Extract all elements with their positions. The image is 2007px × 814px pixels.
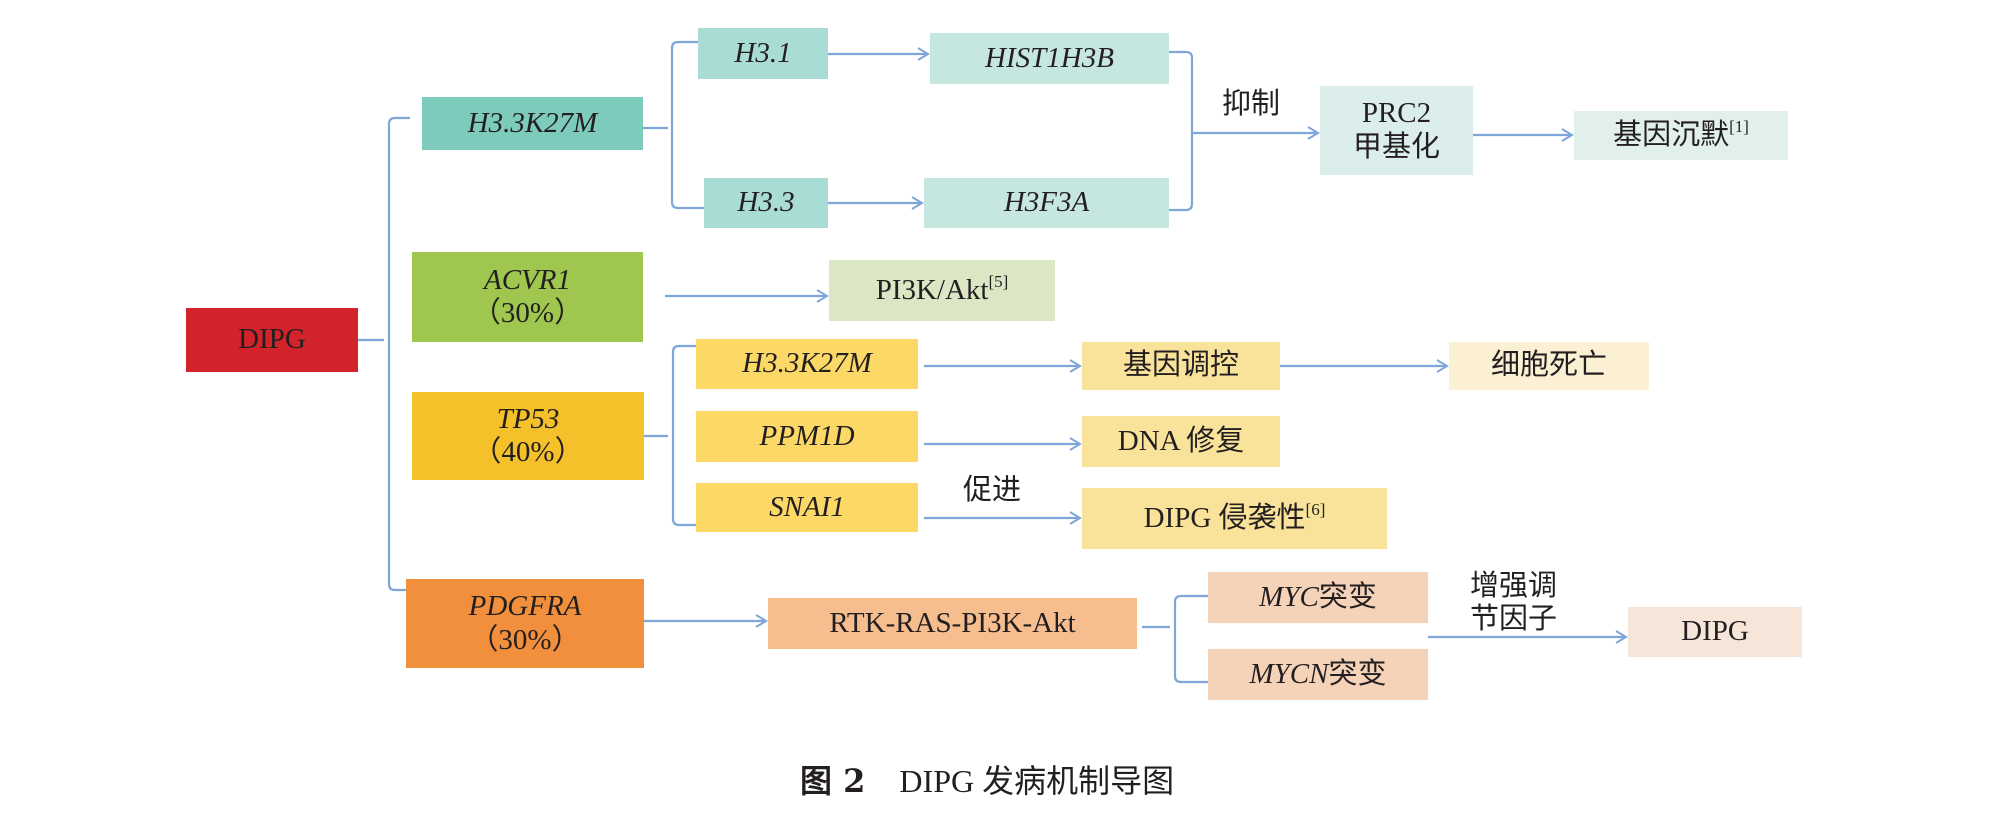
node-label: PRC2 [1361, 97, 1432, 130]
node-label: DIPG 侵袭性[6] [1143, 499, 1326, 534]
tp53-bracket [644, 344, 696, 527]
node-percent: （30%） [469, 623, 581, 656]
node-h33: H3.3 [704, 178, 828, 228]
node-h33k27m: H3.3K27M [422, 97, 643, 150]
node-h3f3a: H3F3A [924, 178, 1169, 228]
node-label: 细胞死亡 [1490, 349, 1607, 382]
reference: [1] [1729, 116, 1749, 136]
node-label: H3.3K27M [742, 347, 872, 380]
node-label: MYC突变 [1259, 580, 1377, 613]
node-dipg-root: DIPG [186, 308, 358, 372]
node-mycn: MYCN突变 [1208, 649, 1428, 700]
reference: [5] [988, 271, 1009, 291]
edge-label-promote: 促进 [963, 474, 1022, 506]
histone-merge-bracket [1169, 50, 1194, 212]
node-label: MYCN突变 [1249, 657, 1387, 690]
rtk-bracket [1142, 594, 1208, 684]
h33k27m-bracket [643, 40, 704, 210]
node-label: DIPG [238, 323, 306, 356]
node-label: 甲基化 [1352, 130, 1440, 163]
node-label: PDGFRA [468, 590, 582, 623]
node-ppm1d: PPM1D [696, 411, 918, 462]
node-label: H3.3 [737, 186, 795, 219]
node-label: DNA 修复 [1117, 424, 1245, 457]
node-h31: H3.1 [698, 28, 828, 79]
node-cell-death: 细胞死亡 [1449, 342, 1649, 390]
node-percent: （40%） [472, 436, 584, 468]
node-label: H3F3A [1003, 186, 1090, 219]
node-label: ACVR1 [484, 263, 571, 296]
node-tp53: TP53（40%） [412, 392, 644, 480]
node-label: 基因调控 [1122, 349, 1239, 382]
node-gene-regulation: 基因调控 [1082, 342, 1280, 390]
node-hist1h3b: HIST1H3B [930, 33, 1169, 84]
node-label: TP53 [496, 402, 560, 435]
node-invasion: DIPG 侵袭性[6] [1082, 488, 1387, 549]
node-label: H3.3K27M [467, 106, 598, 139]
node-tp53-h33k27m: H3.3K27M [696, 339, 918, 389]
node-pi3k: PI3K/Akt[5] [829, 260, 1055, 321]
node-final-dipg: DIPG [1628, 607, 1802, 657]
node-label: H3.1 [734, 36, 792, 69]
node-snai1: SNAI1 [696, 483, 918, 532]
edge-label-inhibit: 抑制 [1222, 88, 1281, 120]
node-acvr1: ACVR1（30%） [412, 252, 643, 342]
edge-label-line: 节因子 [1470, 603, 1558, 636]
figure-number: 图 2 [800, 762, 866, 800]
node-percent: （30%） [471, 297, 584, 329]
node-dna-repair: DNA 修复 [1082, 416, 1280, 467]
node-label: SNAI1 [769, 490, 845, 523]
figure-title: DIPG 发病机制导图 [899, 763, 1175, 799]
node-label: PI3K/Akt[5] [875, 271, 1009, 306]
node-pdgfra: PDGFRA（30%） [406, 579, 644, 668]
node-label: DIPG [1681, 615, 1749, 648]
node-label: RTK-RAS-PI3K-Akt [829, 606, 1076, 639]
figure-caption: 图 2 DIPG 发病机制导图 [800, 756, 1174, 802]
node-label: PPM1D [759, 419, 855, 452]
node-label: HIST1H3B [985, 41, 1114, 74]
node-label: 基因沉默[1] [1613, 116, 1749, 151]
root-bracket [358, 116, 410, 592]
edge-label-enhance: 增强调节因子 [1470, 570, 1557, 637]
node-rtk: RTK-RAS-PI3K-Akt [768, 598, 1137, 649]
node-gene-silencing: 基因沉默[1] [1574, 111, 1788, 160]
edge-label-line: 增强调 [1470, 570, 1558, 602]
reference: [6] [1305, 499, 1326, 519]
node-myc: MYC突变 [1208, 572, 1428, 623]
